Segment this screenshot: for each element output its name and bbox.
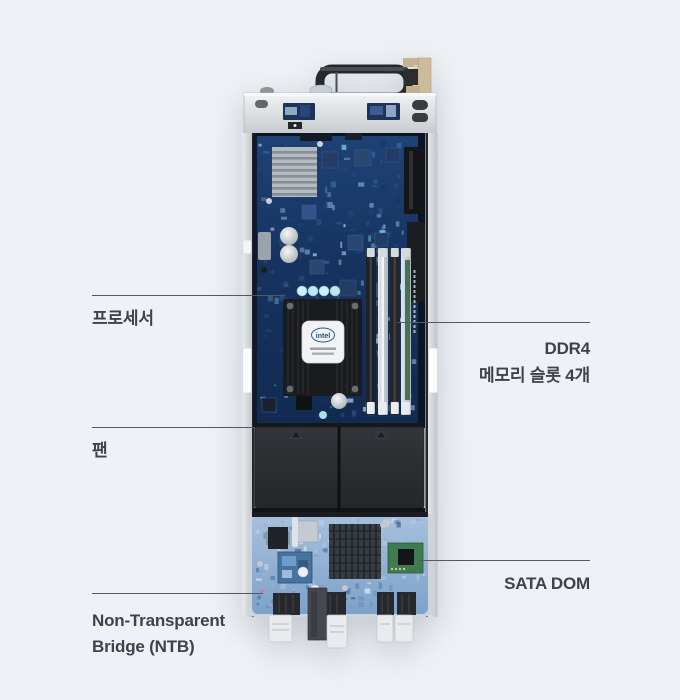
capacitor [297, 566, 309, 578]
leader-line-fan [92, 427, 255, 428]
lower-pcb [247, 512, 433, 649]
ntb-chip [277, 551, 313, 584]
metal-shield-chip [294, 520, 319, 543]
edge-connectors [268, 587, 416, 649]
pcie-edge-connector [404, 147, 424, 214]
leader-line-sata-dom [419, 560, 590, 561]
label-ntb: Non-Transparent Bridge (NTB) [92, 608, 225, 660]
screw [342, 585, 348, 591]
label-processor: 프로세서 [92, 306, 154, 332]
sata-dom-module [387, 542, 424, 574]
leader-line-memory [397, 322, 590, 323]
server-board-image: intel [242, 57, 438, 649]
cpu-heatsink: intel [283, 299, 362, 396]
lower-heatsink [329, 519, 390, 579]
leader-line-ntb [92, 593, 263, 594]
chip-with-pins [266, 527, 290, 549]
cyan-capacitors [296, 285, 341, 297]
fan-modules [253, 423, 425, 512]
leader-line-processor [92, 295, 285, 296]
screw [380, 522, 386, 528]
fan-arrow-mark [289, 430, 303, 439]
riser-bracket [407, 222, 425, 302]
label-memory-line1: DDR4 [544, 339, 591, 358]
intel-logo-text: intel [316, 333, 330, 340]
label-processor-text: 프로세서 [92, 309, 154, 328]
chipset-heatsink [266, 141, 323, 204]
side-connector [258, 232, 271, 260]
label-fan: 팬 [92, 438, 108, 464]
label-memory-line2: 메모리 슬롯 4개 [479, 366, 590, 385]
capacitor [280, 227, 298, 245]
memory-slots [366, 248, 416, 415]
upper-pcb: intel [253, 133, 425, 427]
label-sata-dom: SATA DOM [504, 571, 590, 597]
screw [257, 561, 263, 567]
carrier-handle [315, 64, 413, 102]
capacitor [280, 245, 298, 263]
label-ntb-line2: Bridge (NTB) [92, 637, 195, 656]
label-sata-dom-text: SATA DOM [504, 574, 590, 593]
chassis-top [243, 72, 437, 136]
intel-badge: intel [301, 320, 345, 364]
label-fan-text: 팬 [92, 441, 108, 460]
capacitor [331, 393, 347, 409]
fan-arrow-mark [374, 430, 388, 439]
label-memory: DDR4 메모리 슬롯 4개 [479, 335, 590, 389]
label-ntb-line1: Non-Transparent [92, 611, 226, 630]
